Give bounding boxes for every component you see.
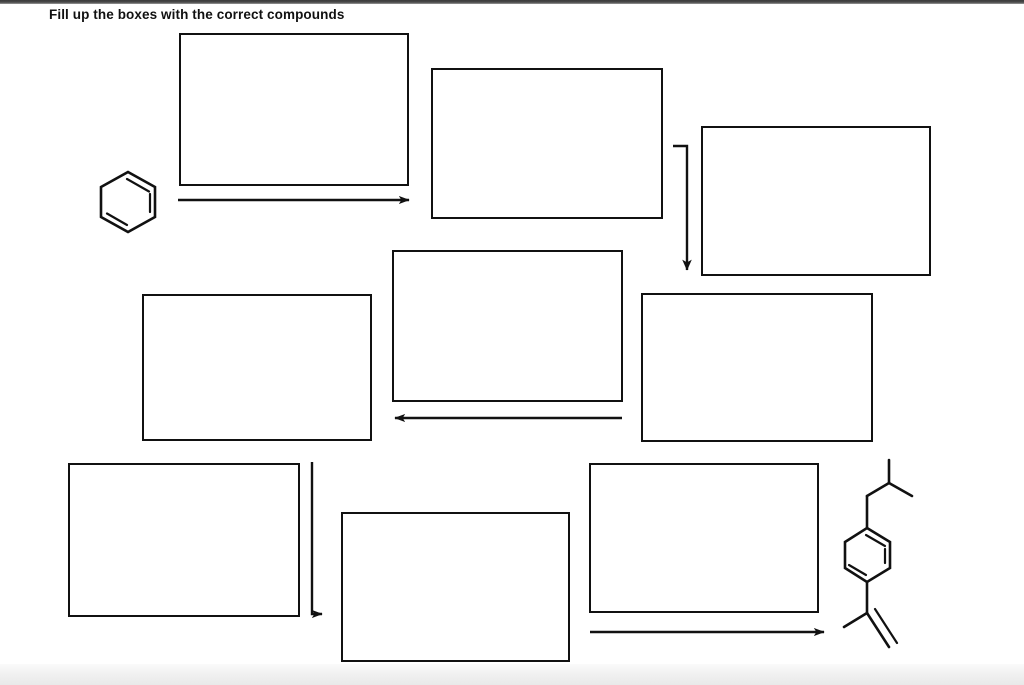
answer-box-2[interactable] [431, 68, 663, 219]
molecule-isobutyl-isopropenyl-benzene [834, 455, 936, 653]
answer-box-7[interactable] [68, 463, 300, 617]
molecule-benzene [93, 168, 163, 236]
scan-top-bar [0, 0, 1024, 4]
page-title: Fill up the boxes with the correct compo… [49, 7, 345, 22]
answer-box-5[interactable] [392, 250, 623, 402]
answer-box-6[interactable] [641, 293, 873, 442]
benzene-skeletal-structure [99, 170, 157, 234]
answer-box-4[interactable] [142, 294, 372, 441]
answer-box-3[interactable] [701, 126, 931, 276]
isobutyl-isopropenylbenzene-skeletal-structure [842, 458, 914, 649]
answer-box-9[interactable] [589, 463, 819, 613]
answer-box-1[interactable] [179, 33, 409, 186]
scan-bottom-edge [0, 664, 1024, 685]
answer-box-8[interactable] [341, 512, 570, 662]
